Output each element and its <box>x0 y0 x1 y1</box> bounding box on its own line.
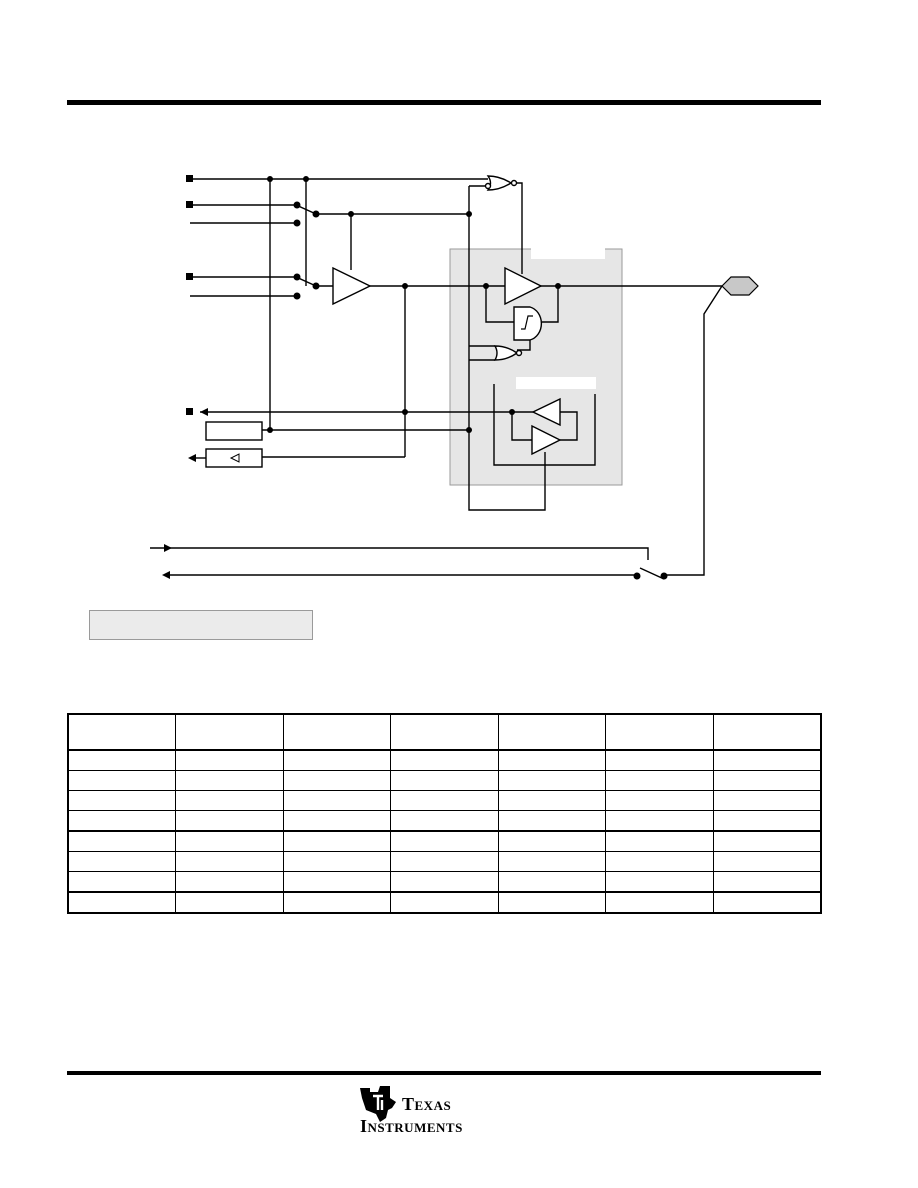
table-cell <box>67 830 177 852</box>
table-cell <box>497 871 607 893</box>
table-row <box>67 810 822 832</box>
table-cell <box>605 810 714 832</box>
header-rule <box>67 100 821 105</box>
table-cell <box>390 790 499 811</box>
table-cell <box>712 810 822 832</box>
table-cell <box>67 790 177 811</box>
table-cell <box>390 891 499 914</box>
table-cell <box>282 891 392 914</box>
table-cell <box>605 871 714 893</box>
table-cell <box>175 810 284 832</box>
table-cell <box>282 770 392 791</box>
output-pad-icon <box>721 276 759 296</box>
table-header-cell <box>605 713 714 751</box>
table-cell <box>67 810 177 832</box>
table-cell <box>497 810 607 832</box>
table-cell <box>282 810 392 832</box>
schmitt-trigger-icon <box>513 306 543 341</box>
table-cell <box>175 871 284 893</box>
table-cell <box>497 830 607 852</box>
table-cell <box>175 891 284 914</box>
table-cell <box>712 830 822 852</box>
table-cell <box>712 770 822 791</box>
table-cell <box>67 851 177 872</box>
table-cell <box>605 830 714 852</box>
table-header-cell <box>497 713 607 751</box>
output-driver-triangle <box>504 266 543 306</box>
table-cell <box>390 871 499 893</box>
latch-box-upper <box>205 421 263 441</box>
table-cell <box>605 851 714 872</box>
table-cell <box>605 749 714 771</box>
table-header-cell <box>67 713 177 751</box>
table-cell <box>605 770 714 791</box>
table-cell <box>712 790 822 811</box>
nor-gate-lower-icon <box>493 345 519 361</box>
table-row <box>67 891 822 914</box>
table-cell <box>175 749 284 771</box>
ti-state-icon <box>360 1086 396 1122</box>
table-row <box>67 830 822 852</box>
table-cell <box>712 749 822 771</box>
keeper-forward-buffer <box>531 424 562 456</box>
shaded-region-label-box <box>531 247 605 259</box>
table-cell <box>175 790 284 811</box>
footer-rule <box>67 1071 821 1075</box>
table-cell <box>390 770 499 791</box>
table-cell <box>282 790 392 811</box>
table-cell <box>390 851 499 872</box>
table-row <box>67 871 822 893</box>
pin-pad-icon <box>186 175 193 415</box>
table-header-cell <box>712 713 822 751</box>
pin-function-table <box>67 713 822 914</box>
table-cell <box>175 851 284 872</box>
table-header-cell <box>175 713 284 751</box>
table-cell <box>175 830 284 852</box>
table-cell <box>605 891 714 914</box>
table-cell <box>390 749 499 771</box>
legend-box <box>89 610 313 640</box>
keeper-label-box <box>516 377 596 389</box>
texas-instruments-logo: Texas Instruments <box>356 1084 516 1140</box>
table-row <box>67 749 822 771</box>
input-buffer-triangle <box>332 266 372 306</box>
table-cell <box>175 770 284 791</box>
table-row <box>67 790 822 811</box>
table-row <box>67 851 822 872</box>
table-cell <box>67 770 177 791</box>
table-cell <box>605 790 714 811</box>
table-cell <box>712 871 822 893</box>
table-cell <box>67 749 177 771</box>
nor-gate-icon <box>486 175 513 191</box>
table-cell <box>282 851 392 872</box>
table-header-cell <box>390 713 499 751</box>
table-cell <box>712 891 822 914</box>
table-cell <box>497 790 607 811</box>
table-cell <box>67 871 177 893</box>
table-cell <box>282 830 392 852</box>
table-cell <box>282 871 392 893</box>
table-cell <box>497 851 607 872</box>
logo-word-instruments: Instruments <box>360 1116 463 1136</box>
table-cell <box>497 891 607 914</box>
table-header-row <box>67 713 822 751</box>
table-cell <box>497 749 607 771</box>
table-cell <box>497 770 607 791</box>
table-cell <box>67 891 177 914</box>
table-header-cell <box>282 713 392 751</box>
keeper-reverse-buffer <box>531 397 561 427</box>
table-cell <box>712 851 822 872</box>
table-cell <box>282 749 392 771</box>
table-cell <box>390 830 499 852</box>
logo-word-texas: Texas <box>402 1094 452 1114</box>
table-row <box>67 770 822 791</box>
table-cell <box>390 810 499 832</box>
io-port-block-diagram <box>150 175 759 580</box>
